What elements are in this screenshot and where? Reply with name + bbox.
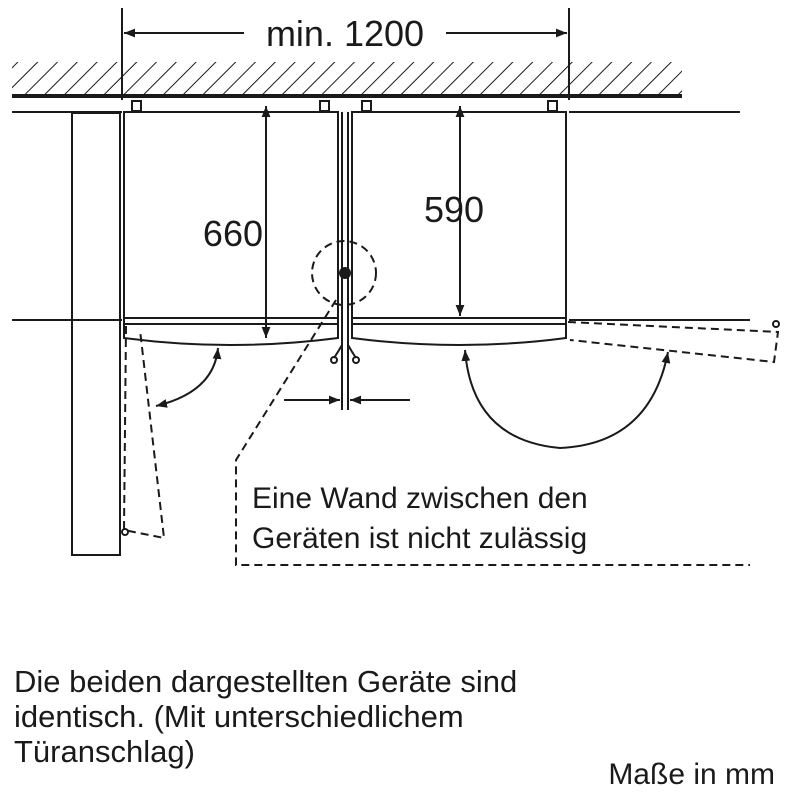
side-cabinet bbox=[71, 112, 121, 556]
caption: Die beiden dargestellten Geräte sind ide… bbox=[14, 664, 654, 769]
detail-marker bbox=[311, 240, 377, 306]
width-dimension: min. 1200 bbox=[121, 8, 570, 100]
note-callout bbox=[235, 299, 750, 566]
door-swing-left bbox=[121, 325, 222, 540]
width-label: min. 1200 bbox=[266, 13, 424, 54]
door-swing-right bbox=[461, 320, 780, 450]
height-dimension-right: 590 bbox=[424, 106, 484, 316]
note-line-2: Geräten ist nicht zulässig bbox=[252, 522, 587, 555]
niche-lines bbox=[12, 111, 750, 321]
wall bbox=[12, 62, 682, 98]
gap-dimension bbox=[284, 112, 410, 410]
height-right-label: 590 bbox=[424, 189, 484, 230]
installation-diagram: min. 1200 660 590 bbox=[12, 8, 780, 566]
caption-line-1: Die beiden dargestellten Geräte sind bbox=[14, 664, 518, 699]
units-label: Maße in mm bbox=[608, 758, 775, 791]
height-left-label: 660 bbox=[203, 213, 263, 254]
caption-line-2: identisch. (Mit unterschiedlichem bbox=[14, 699, 464, 734]
height-dimension-left: 660 bbox=[203, 106, 271, 338]
appliance-right bbox=[351, 100, 567, 346]
note-line-1: Eine Wand zwischen den bbox=[252, 482, 588, 515]
caption-line-3: Türanschlag) bbox=[14, 734, 195, 769]
